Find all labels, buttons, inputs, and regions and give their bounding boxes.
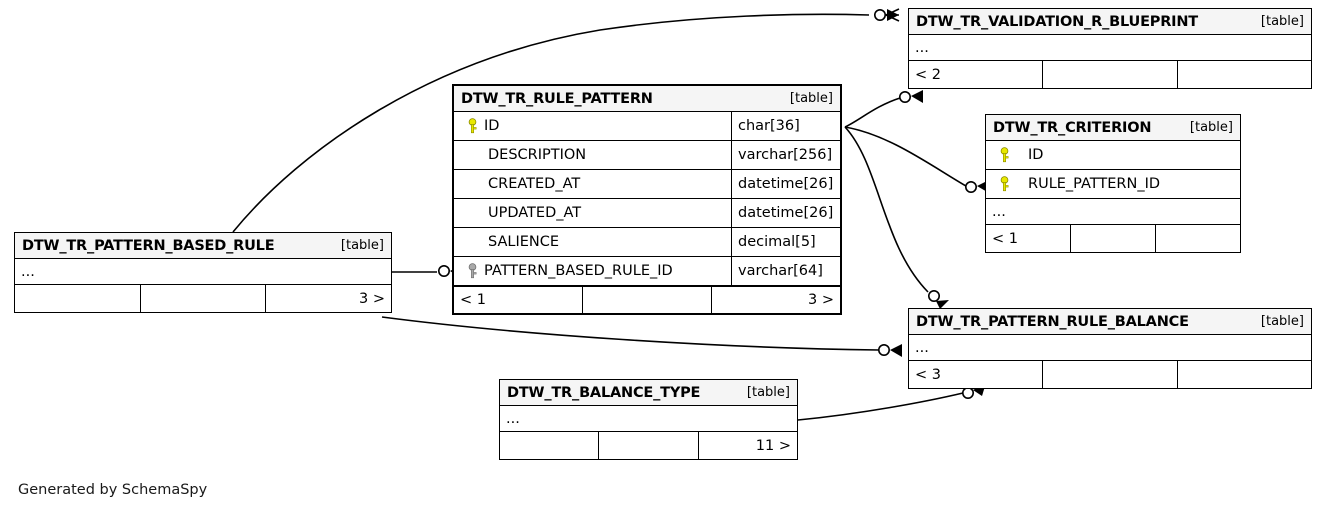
table-header: DTW_TR_PATTERN_BASED_RULE [table] [15, 233, 391, 259]
footer-incoming-count: < 3 [909, 361, 1044, 388]
footer-middle [1043, 61, 1178, 88]
table-dtw-tr-pattern-rule-balance[interactable]: DTW_TR_PATTERN_RULE_BALANCE [table] ... … [908, 308, 1312, 389]
column-type: char[36] [738, 118, 800, 134]
table-type-tag: [table] [1189, 120, 1233, 135]
footer-outgoing-count [1178, 61, 1311, 88]
table-row[interactable]: RULE_PATTERN_ID [986, 170, 1240, 199]
primary-key-icon [992, 147, 1016, 163]
column-cell: UPDATED_AT [454, 199, 732, 227]
column-name: UPDATED_AT [488, 205, 582, 221]
column-type: decimal[5] [738, 234, 816, 250]
footer-incoming-count: < 1 [454, 287, 583, 313]
footer-incoming-count: < 2 [909, 61, 1044, 88]
table-footer: < 1 3 > [454, 286, 840, 313]
column-type: datetime[26] [738, 205, 834, 221]
table-type-tag: [table] [1260, 14, 1304, 29]
collapsed-columns-ellipsis[interactable]: ... [986, 199, 1240, 225]
footer-middle [141, 285, 267, 312]
table-type-tag: [table] [746, 385, 790, 400]
footer-outgoing-count [1178, 361, 1311, 388]
column-name: DESCRIPTION [488, 147, 587, 163]
footer-incoming-count [15, 285, 141, 312]
column-type: varchar[256] [738, 147, 833, 163]
column-cell: PATTERN_BASED_RULE_ID [454, 257, 732, 285]
table-row[interactable]: DESCRIPTION varchar[256] [454, 141, 840, 170]
table-title: DTW_TR_VALIDATION_R_BLUEPRINT [916, 13, 1198, 30]
table-title: DTW_TR_PATTERN_BASED_RULE [22, 237, 275, 254]
table-row[interactable]: ID [986, 141, 1240, 170]
column-type: datetime[26] [738, 176, 834, 192]
table-type-tag: [table] [1260, 314, 1304, 329]
column-cell: DESCRIPTION [454, 141, 732, 169]
column-cell: CREATED_AT [454, 170, 732, 198]
table-row[interactable]: ID char[36] [454, 112, 840, 141]
table-header: DTW_TR_CRITERION [table] [986, 115, 1240, 141]
table-dtw-tr-pattern-based-rule[interactable]: DTW_TR_PATTERN_BASED_RULE [table] ... 3 … [14, 232, 392, 313]
footer-middle [583, 287, 712, 313]
table-header: DTW_TR_VALIDATION_R_BLUEPRINT [table] [909, 9, 1311, 35]
table-dtw-tr-rule-pattern[interactable]: DTW_TR_RULE_PATTERN [table] ID char[36] … [452, 84, 842, 315]
table-title: DTW_TR_CRITERION [993, 119, 1152, 136]
foreign-key-icon [460, 263, 484, 279]
table-header: DTW_TR_RULE_PATTERN [table] [454, 86, 840, 112]
table-type-tag: [table] [340, 238, 384, 253]
primary-key-icon [460, 118, 484, 134]
column-name: CREATED_AT [488, 176, 581, 192]
footer-incoming-count: < 1 [986, 225, 1071, 252]
table-row[interactable]: SALIENCE decimal[5] [454, 228, 840, 257]
collapsed-columns-ellipsis[interactable]: ... [500, 406, 797, 432]
table-header: DTW_TR_BALANCE_TYPE [table] [500, 380, 797, 406]
edge-pattern-based-rule-to-pattern-rule-balance [381, 316, 880, 351]
footer-outgoing-count: 3 > [359, 290, 386, 307]
table-dtw-tr-validation-r-blueprint[interactable]: DTW_TR_VALIDATION_R_BLUEPRINT [table] ..… [908, 8, 1312, 89]
collapsed-columns-ellipsis[interactable]: ... [15, 259, 391, 285]
footer-incoming-count [500, 432, 600, 459]
primary-key-icon [992, 176, 1016, 192]
footer-outgoing-count: 11 > [755, 437, 791, 454]
table-footer: < 1 [986, 225, 1240, 252]
footer-middle [1043, 361, 1178, 388]
column-cell: RULE_PATTERN_ID [986, 170, 1240, 198]
table-title: DTW_TR_BALANCE_TYPE [507, 384, 701, 401]
table-dtw-tr-criterion[interactable]: DTW_TR_CRITERION [table] ID [985, 114, 1241, 253]
table-title: DTW_TR_PATTERN_RULE_BALANCE [916, 313, 1189, 330]
table-footer: < 3 [909, 361, 1311, 388]
table-footer: < 2 [909, 61, 1311, 88]
table-footer: 11 > [500, 432, 797, 459]
column-name: PATTERN_BASED_RULE_ID [484, 263, 673, 279]
column-cell: SALIENCE [454, 228, 732, 256]
collapsed-columns-ellipsis[interactable]: ... [909, 35, 1311, 61]
edge-rule-pattern-to-criterion [844, 126, 967, 187]
column-cell: ID [986, 141, 1240, 169]
column-name: SALIENCE [488, 234, 560, 250]
footer-middle [599, 432, 699, 459]
edge-balance-type-to-pattern-rule-balance [797, 392, 964, 421]
footer-outgoing-count [1156, 225, 1240, 252]
table-footer: 3 > [15, 285, 391, 312]
table-row[interactable]: PATTERN_BASED_RULE_ID varchar[64] [454, 257, 840, 286]
footer-middle [1071, 225, 1156, 252]
table-dtw-tr-balance-type[interactable]: DTW_TR_BALANCE_TYPE [table] ... 11 > [499, 379, 798, 460]
footer-outgoing-count: 3 > [808, 292, 834, 308]
table-row[interactable]: CREATED_AT datetime[26] [454, 170, 840, 199]
column-name: ID [1028, 147, 1044, 163]
generated-by-credit: Generated by SchemaSpy [18, 482, 208, 498]
table-row[interactable]: UPDATED_AT datetime[26] [454, 199, 840, 228]
column-cell: ID [454, 112, 732, 140]
table-title: DTW_TR_RULE_PATTERN [461, 90, 653, 107]
collapsed-columns-ellipsis[interactable]: ... [909, 335, 1311, 361]
column-name: RULE_PATTERN_ID [1028, 176, 1161, 192]
edge-rule-pattern-to-pattern-rule-balance [844, 126, 929, 293]
table-type-tag: [table] [789, 91, 833, 106]
column-name: ID [484, 118, 500, 134]
table-header: DTW_TR_PATTERN_RULE_BALANCE [table] [909, 309, 1311, 335]
column-type: varchar[64] [738, 263, 823, 279]
edge-rule-pattern-to-validation-blueprint [844, 97, 901, 128]
